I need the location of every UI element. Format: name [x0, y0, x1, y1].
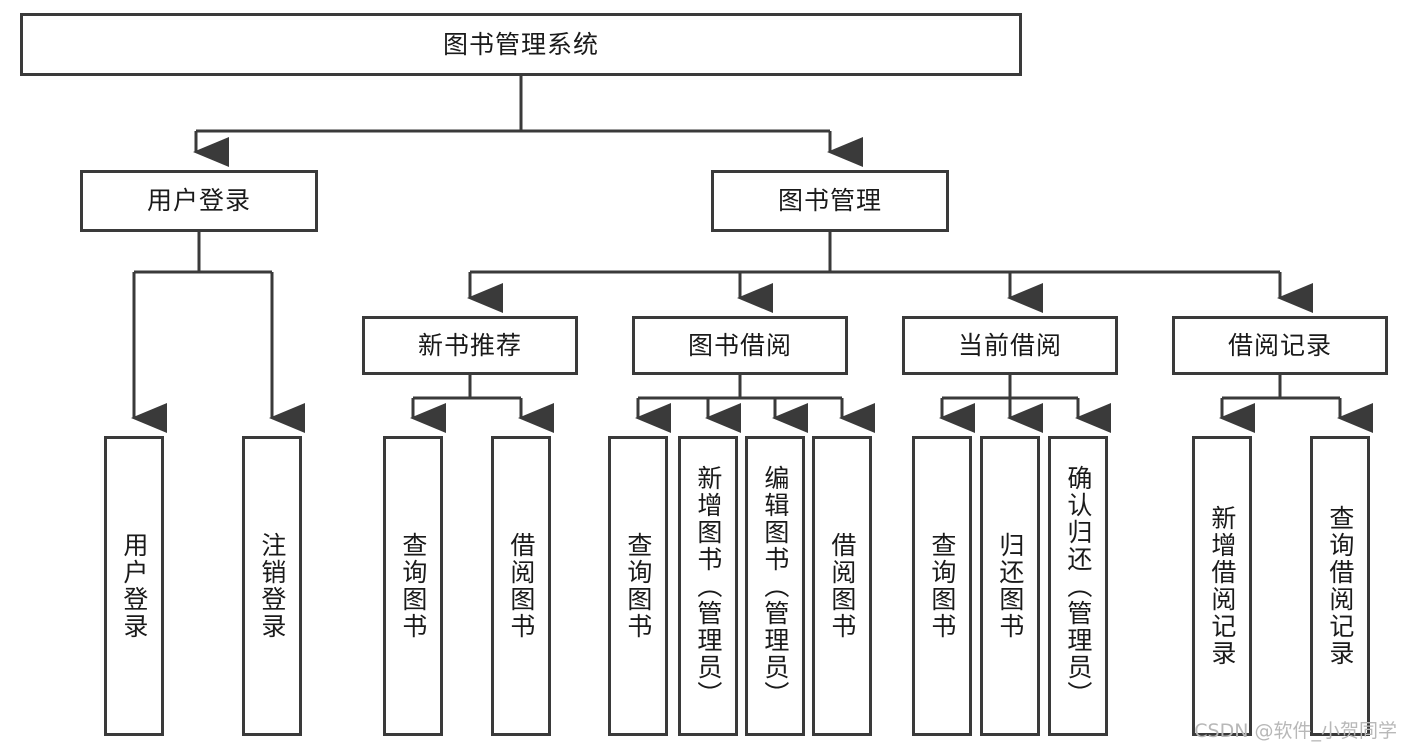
leaf-new-book-query-label: 查询图书	[398, 532, 428, 640]
node-current-borrow-label: 当前借阅	[957, 330, 1062, 360]
node-user-login-label: 用户登录	[146, 186, 251, 215]
leaf-user-login-signin[interactable]: 用户登录	[104, 436, 164, 736]
node-current-borrow[interactable]: 当前借阅	[902, 316, 1118, 375]
leaf-new-book-query[interactable]: 查询图书	[383, 436, 443, 736]
leaf-book-borrow-edit-label: 编辑图书（管理员）	[760, 464, 790, 708]
leaf-book-borrow-borrow[interactable]: 借阅图书	[812, 436, 872, 736]
node-borrow-record-label: 借阅记录	[1227, 330, 1332, 360]
leaf-current-borrow-query[interactable]: 查询图书	[912, 436, 972, 736]
leaf-current-borrow-confirm[interactable]: 确认归还（管理员）	[1048, 436, 1108, 736]
leaf-book-borrow-query[interactable]: 查询图书	[608, 436, 668, 736]
leaf-borrow-record-add[interactable]: 新增借阅记录	[1192, 436, 1252, 736]
leaf-current-borrow-return-label: 归还图书	[995, 532, 1025, 640]
node-book-management[interactable]: 图书管理	[711, 170, 949, 232]
leaf-borrow-record-query[interactable]: 查询借阅记录	[1310, 436, 1370, 736]
leaf-book-borrow-borrow-label: 借阅图书	[827, 532, 857, 640]
leaf-borrow-record-add-label: 新增借阅记录	[1207, 505, 1237, 667]
leaf-user-login-signout[interactable]: 注销登录	[242, 436, 302, 736]
node-root-system[interactable]: 图书管理系统	[20, 13, 1022, 76]
node-book-borrow-label: 图书借阅	[687, 330, 792, 360]
leaf-book-borrow-edit[interactable]: 编辑图书（管理员）	[745, 436, 805, 736]
leaf-user-login-signin-label: 用户登录	[119, 532, 149, 640]
leaf-user-login-signout-label: 注销登录	[257, 532, 287, 640]
leaf-book-borrow-add[interactable]: 新增图书（管理员）	[678, 436, 738, 736]
leaf-book-borrow-query-label: 查询图书	[623, 532, 653, 640]
node-new-book-recommend[interactable]: 新书推荐	[362, 316, 578, 375]
node-book-borrow[interactable]: 图书借阅	[632, 316, 848, 375]
node-book-management-label: 图书管理	[777, 186, 882, 215]
node-root-system-label: 图书管理系统	[442, 29, 599, 59]
node-new-book-recommend-label: 新书推荐	[417, 330, 522, 360]
node-user-login[interactable]: 用户登录	[80, 170, 318, 232]
node-borrow-record[interactable]: 借阅记录	[1172, 316, 1388, 375]
leaf-new-book-borrow-label: 借阅图书	[506, 532, 536, 640]
leaf-current-borrow-confirm-label: 确认归还（管理员）	[1063, 464, 1093, 708]
leaf-current-borrow-return[interactable]: 归还图书	[980, 436, 1040, 736]
leaf-borrow-record-query-label: 查询借阅记录	[1325, 505, 1355, 667]
leaf-current-borrow-query-label: 查询图书	[927, 532, 957, 640]
leaf-new-book-borrow[interactable]: 借阅图书	[491, 436, 551, 736]
leaf-book-borrow-add-label: 新增图书（管理员）	[693, 464, 723, 708]
